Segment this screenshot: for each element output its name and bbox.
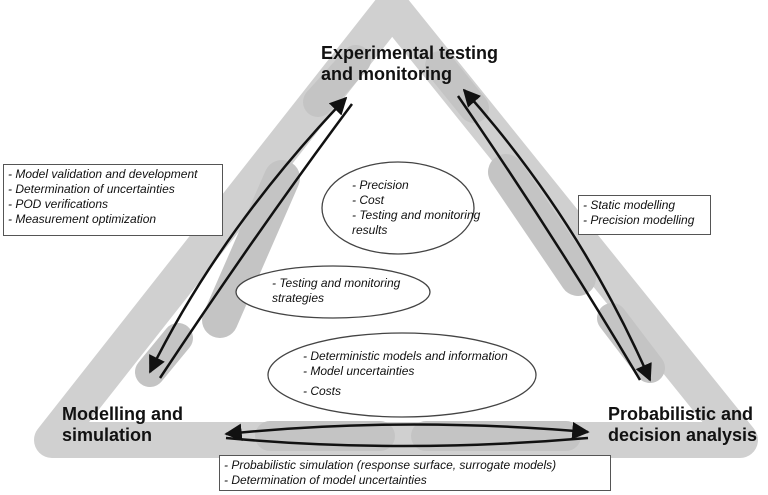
ellipse-bottom-line: - Costs [303, 384, 342, 398]
ellipse-top [321, 161, 475, 255]
segment-top-left [303, 45, 371, 117]
note-left-line: - POD verifications [8, 197, 109, 211]
note-left-line: - Measurement optimization [8, 212, 157, 226]
arrows [148, 88, 652, 448]
node-probabilistic-decision: Probabilistic and decision analysis [608, 404, 758, 445]
ellipse-middle-text: - Testing and monitoring strategies [272, 276, 400, 306]
note-left-line: - Model validation and development [8, 167, 198, 181]
node-modelling-simulation: Modelling and simulation [62, 404, 183, 445]
ellipse-top-line: - Cost [352, 193, 385, 207]
ellipse-bottom-line: - Deterministic models and information [303, 349, 508, 363]
arrow-left-outer [148, 96, 348, 374]
note-box-bottom: - Probabilistic simulation (response sur… [219, 455, 611, 491]
note-box-left: - Model validation and development - Det… [3, 164, 223, 236]
ellipse-top-line: results [352, 223, 388, 237]
note-bottom-line: - Probabilistic simulation (response sur… [224, 458, 557, 472]
ellipse-bottom [267, 332, 537, 418]
ellipse-top-text: - Precision - Cost - Testing and monitor… [352, 178, 480, 238]
node-experimental-testing: Experimental testing and monitoring [321, 43, 499, 84]
ellipse-top-line: - Precision [352, 178, 409, 192]
note-left-line: - Determination of uncertainties [8, 182, 175, 196]
arrow-bottom-upper [224, 421, 590, 442]
arrow-right-inner [456, 95, 642, 381]
note-right-line: - Static modelling [583, 198, 676, 212]
arrow-bottom-lower [225, 436, 589, 448]
note-bottom-line: - Determination of model uncertainties [224, 473, 427, 487]
ellipse-middle-line: strategies [272, 291, 325, 305]
arrow-right-outer [462, 88, 652, 382]
arrow-left-inner [158, 103, 354, 379]
ellipse-middle-line: - Testing and monitoring [272, 276, 401, 290]
ellipse-bottom-line: - Model uncertainties [303, 364, 415, 378]
ellipse-middle [235, 265, 431, 319]
ellipse-top-line: - Testing and monitoring [352, 208, 481, 222]
note-right-line: - Precision modelling [583, 213, 695, 227]
note-box-right: - Static modelling - Precision modelling [578, 195, 711, 235]
ellipse-bottom-text: - Deterministic models and information -… [303, 349, 508, 399]
